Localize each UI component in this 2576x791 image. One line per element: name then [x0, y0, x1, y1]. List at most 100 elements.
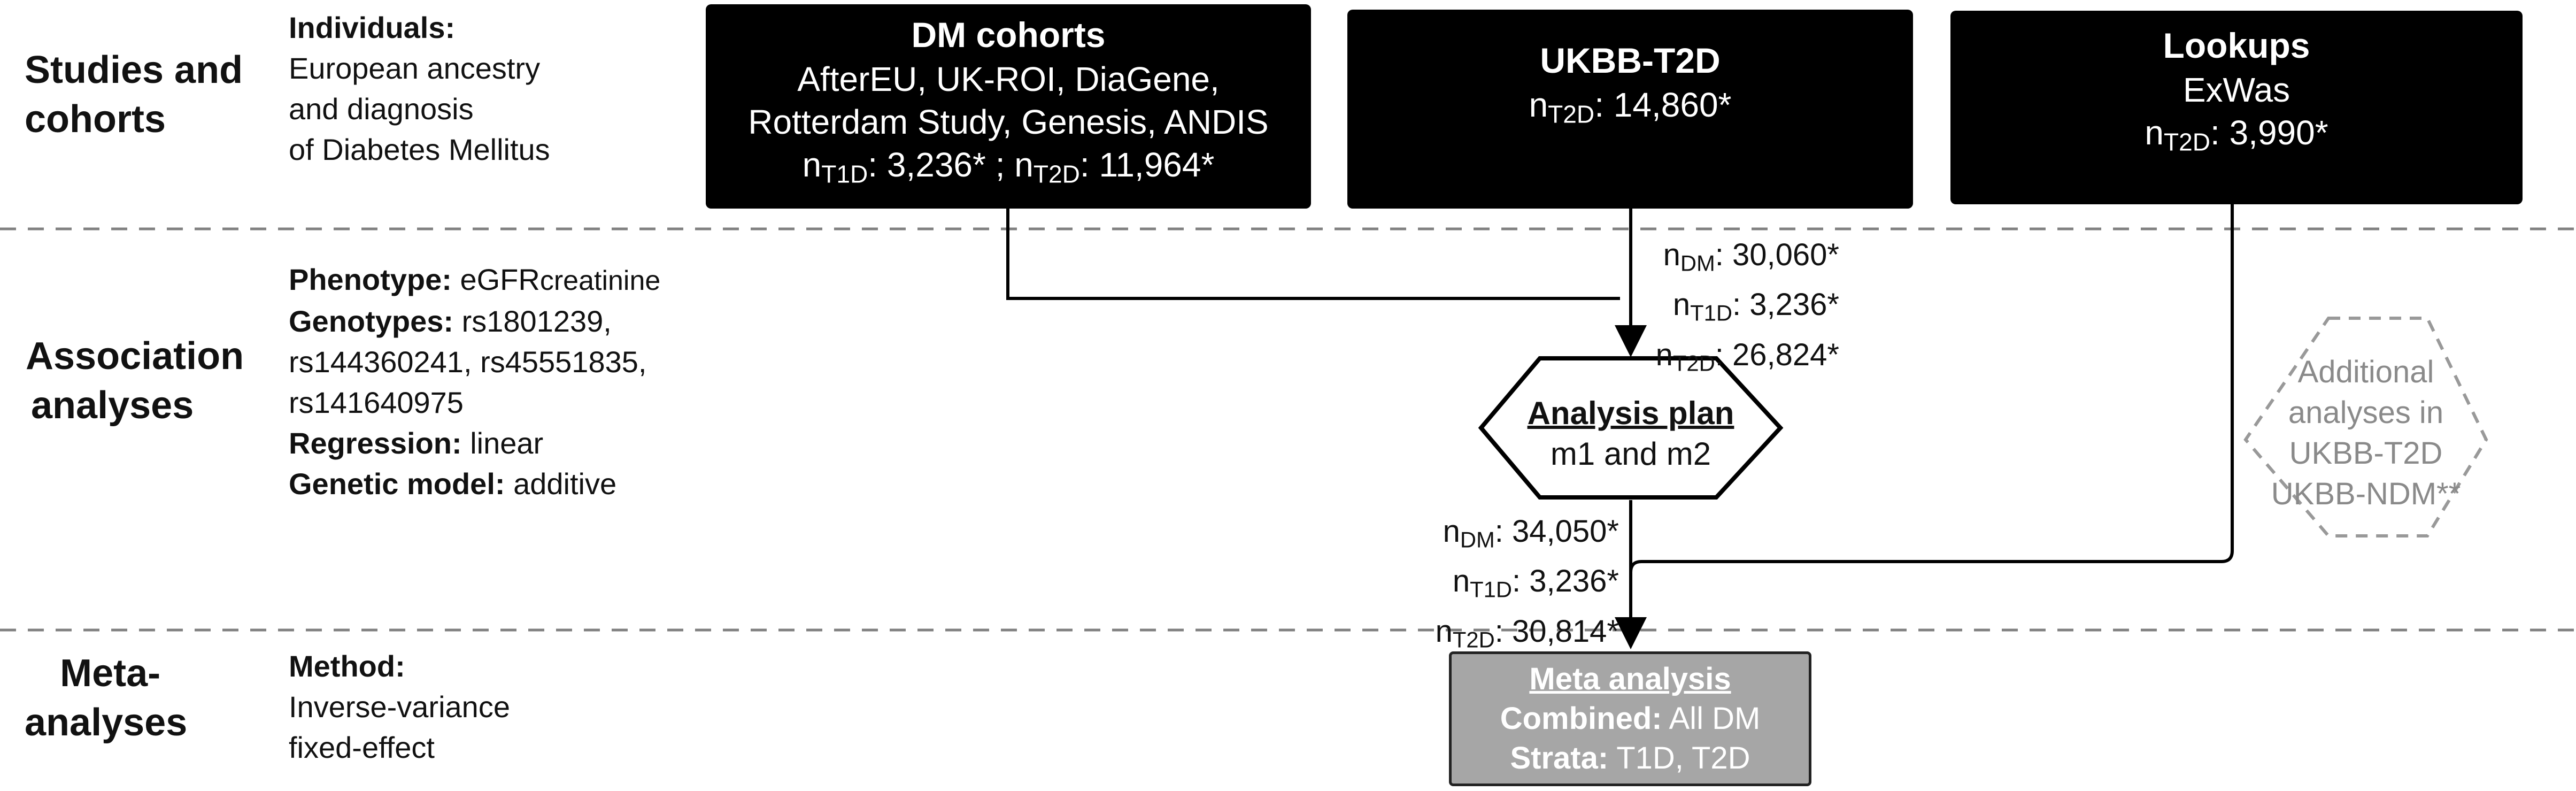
section-label-meta: Meta- analyses [25, 649, 187, 747]
genetic-model-label: Genetic model: [289, 467, 505, 501]
ukbb-t2d-count: nT2D: 14,860* [1347, 83, 1913, 136]
genotypes-label: Genotypes: [289, 304, 454, 338]
subscript-t2d: T2D [2163, 128, 2211, 156]
section-label-association: Association analyses [26, 332, 244, 430]
phenotype-suffix: creatinine [539, 265, 661, 296]
lookups-box: Lookups ExWas nT2D: 3,990* [1950, 11, 2523, 204]
section-label-line: analyses [31, 384, 194, 427]
strata-value: T1D, T2D [1608, 741, 1750, 775]
genotypes-line: rs141640975 [289, 386, 464, 419]
count-value: : 34,050* [1494, 514, 1619, 549]
count-value: : 30,814* [1494, 613, 1619, 649]
section-label-studies: Studies and cohorts [25, 45, 243, 144]
regression-value: linear [461, 426, 544, 460]
annotation-line: nT2D: 26,824* [1636, 334, 1839, 384]
strata-label: Strata: [1510, 741, 1609, 775]
meta-strata: Strata: T1D, T2D [1452, 739, 1809, 778]
n-symbol: n [1014, 145, 1034, 184]
count-value: : 3,236* [1732, 287, 1839, 322]
count-value: : 3,236* ; [868, 145, 1015, 184]
lookups-line: ExWas [2182, 71, 2290, 109]
phenotype-value: eGFR [451, 263, 540, 296]
n-symbol: n [1672, 287, 1691, 322]
annotation-line: nT2D: 30,814* [1406, 611, 1619, 661]
individuals-line: of Diabetes Mellitus [289, 133, 550, 166]
analysis-plan-hexagon [1478, 356, 1784, 500]
individuals-line: European ancestry [289, 51, 541, 85]
n-symbol: n [1663, 237, 1680, 272]
method-line: Inverse-variance [289, 690, 510, 724]
subscript: T1D [1470, 577, 1513, 602]
combined-value: All DM [1662, 701, 1761, 736]
additional-line: analyses in [2288, 395, 2444, 430]
phenotype-label: Phenotype: [289, 263, 452, 296]
method-line: fixed-effect [289, 731, 435, 764]
combined-label: Combined: [1500, 701, 1662, 736]
meta-combined: Combined: All DM [1452, 699, 1809, 739]
individuals-heading: Individuals: [289, 11, 456, 44]
dm-cohorts-box: DM cohorts AfterEU, UK-ROI, DiaGene, Rot… [706, 4, 1311, 209]
sample-size-annotation-lower: nDM: 34,050* nT1D: 3,236* nT2D: 30,814* [1406, 511, 1619, 661]
regression-label: Regression: [289, 426, 462, 460]
subscript: T1D [1690, 300, 1733, 326]
lookups-count: nT2D: 3,990* [1950, 111, 2523, 164]
genetic-model-value: additive [505, 467, 617, 501]
n-symbol: n [1529, 86, 1548, 124]
additional-analyses-hexagon [2243, 317, 2488, 537]
subscript: DM [1680, 250, 1715, 276]
individuals-line: and diagnosis [289, 92, 474, 126]
lookups-title: Lookups [2163, 26, 2310, 65]
subscript: DM [1460, 527, 1495, 552]
additional-line: UKBB-T2D [2289, 436, 2443, 471]
meta-method-description: Method: Inverse-variance fixed-effect [289, 646, 510, 768]
count-value: : 26,824* [1715, 337, 1839, 372]
annotation-line: nT1D: 3,236* [1636, 284, 1839, 334]
n-symbol: n [1443, 514, 1460, 549]
count-value: : 14,860* [1594, 86, 1732, 124]
subscript-t2d: T2D [1548, 100, 1595, 128]
dm-cohorts-line: Rotterdam Study, Genesis, ANDIS [748, 103, 1269, 141]
analysis-plan-models: m1 and m2 [1550, 436, 1711, 472]
connector-lookups-to-meta [1629, 203, 2234, 573]
annotation-line: nDM: 34,050* [1406, 511, 1619, 560]
dm-cohorts-counts: nT1D: 3,236* ; nT2D: 11,964* [706, 143, 1311, 196]
ukbb-t2d-title: UKBB-T2D [1540, 41, 1721, 80]
additional-line: Additional [2297, 355, 2434, 389]
individuals-description: Individuals: European ancestry and diagn… [289, 7, 550, 170]
n-symbol: n [2145, 113, 2164, 152]
sample-size-annotation-upper: nDM: 30,060* nT1D: 3,236* nT2D: 26,824* [1636, 234, 1839, 384]
meta-analysis-title: Meta analysis [1529, 662, 1731, 696]
connector-dm-to-plan [1006, 208, 1620, 300]
genotypes-value: rs1801239, [453, 304, 612, 338]
annotation-line: nDM: 30,060* [1636, 234, 1839, 284]
analysis-plan-text: Analysis plan m1 and m2 [1481, 393, 1780, 474]
n-symbol: n [1655, 337, 1673, 372]
additional-analyses-text: Additional analyses in UKBB-T2D UKBB-NDM… [2246, 352, 2486, 514]
meta-analysis-box: Meta analysis Combined: All DM Strata: T… [1449, 651, 1811, 786]
subscript-t1d: T1D [821, 160, 868, 188]
section-label-line: cohorts [25, 98, 166, 141]
subscript: T2D [1452, 627, 1495, 652]
genotypes-line: rs144360241, rs45551835, [289, 345, 647, 379]
count-value: : 3,990* [2210, 113, 2328, 152]
n-symbol: n [1452, 564, 1470, 599]
ukbb-t2d-box: UKBB-T2D nT2D: 14,860* [1347, 10, 1913, 209]
subscript-t2d: T2D [1033, 160, 1080, 188]
dm-cohorts-line: AfterEU, UK-ROI, DiaGene, [797, 60, 1220, 98]
dm-cohorts-title: DM cohorts [911, 15, 1106, 55]
n-symbol: n [802, 145, 822, 184]
n-symbol: n [1435, 613, 1453, 649]
count-value: : 3,236* [1512, 564, 1619, 599]
annotation-line: nT1D: 3,236* [1406, 560, 1619, 610]
method-heading: Method: [289, 649, 405, 683]
section-label-line: analyses [25, 701, 188, 744]
additional-line: UKBB-NDM** [2271, 477, 2461, 511]
section-label-line: Association [26, 335, 244, 378]
subscript: T2D [1672, 350, 1715, 376]
count-value: : 11,964* [1079, 145, 1215, 184]
count-value: : 30,060* [1715, 237, 1839, 272]
section-label-line: Meta- [60, 652, 161, 695]
analysis-plan-title: Analysis plan [1527, 395, 1734, 431]
association-description: Phenotype: eGFRcreatinine Genotypes: rs1… [289, 259, 660, 504]
